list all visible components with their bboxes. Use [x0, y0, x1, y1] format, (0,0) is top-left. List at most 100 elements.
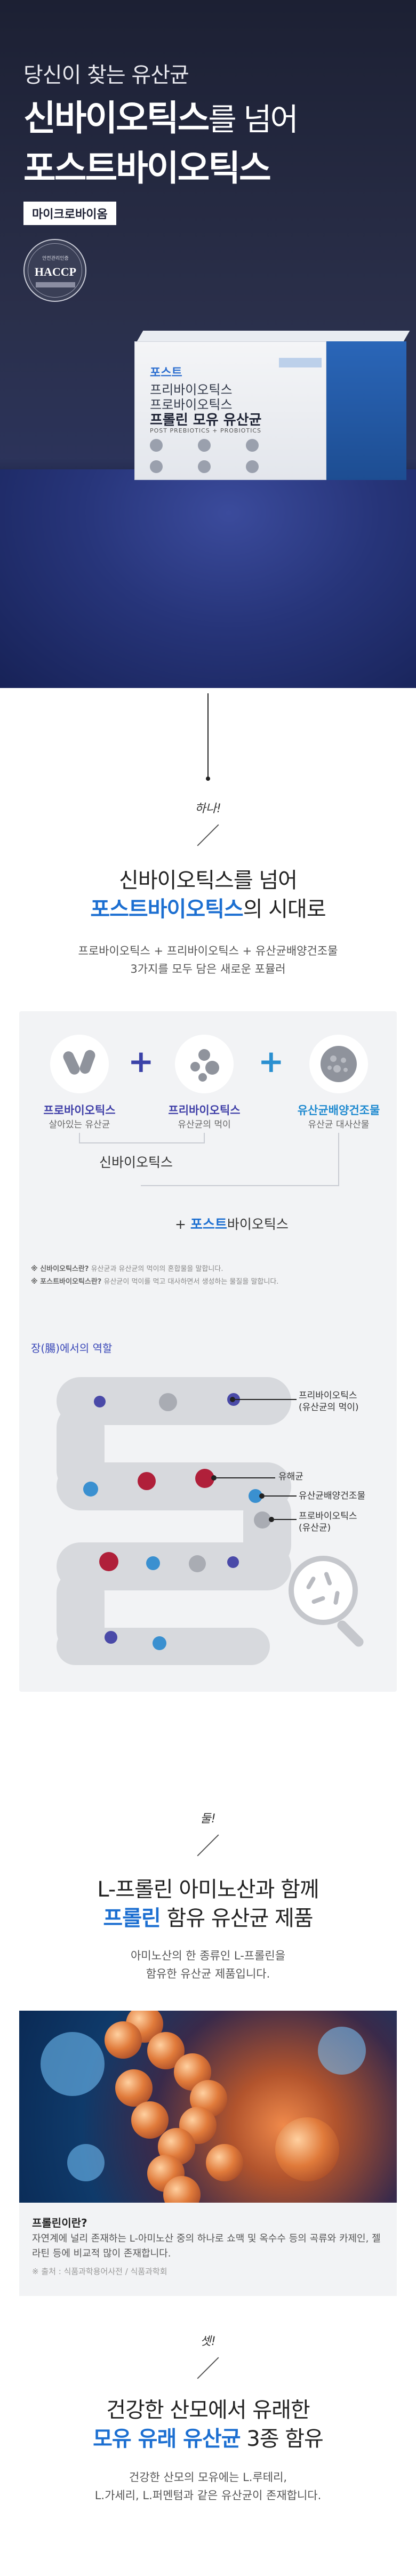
probiotic-pac-icon	[159, 1393, 177, 1411]
molecule-node	[206, 2144, 243, 2181]
section3-desc-line1: 건강한 산모의 모유에는 L.루테리,	[129, 2471, 287, 2484]
bokeh-shape	[67, 2144, 105, 2181]
probiotic-pac-icon	[189, 1555, 206, 1572]
section2-heading-rest: 함유 유산균 제품	[160, 1906, 314, 1931]
magnifier-handle	[335, 1618, 366, 1649]
proline-molecule-image	[19, 2011, 397, 2203]
callout-dot	[259, 1493, 265, 1499]
prebiotic-particle-icon	[105, 1631, 117, 1644]
lactic-bacteria-icon	[146, 1556, 160, 1570]
proline-caption-source: ※ 출처 : 식품과학용어사전 / 식품과학회	[32, 2267, 167, 2276]
postbiotics-note: ※ 포스트바이오틱스란? 유산균이 먹이를 먹고 대사하면서 생성하는 물질을 …	[31, 1276, 278, 1286]
haccp-seal-ring: 안전관리인증 HACCP	[28, 243, 82, 298]
section3-heading-highlight: 모유 유래 유산균	[93, 2427, 241, 2451]
feature-dot-icon	[150, 460, 163, 473]
section1-eyebrow: 하나!	[195, 802, 221, 815]
bacteria-rod-icon	[323, 1571, 333, 1586]
plus-icon: +	[128, 1043, 154, 1079]
hero-title-line2: 포스트바이오틱스	[23, 148, 271, 189]
feature-dot-icon	[246, 439, 259, 452]
section1-heading-rest: 의 시대로	[243, 897, 326, 922]
product-box-tag	[279, 358, 322, 367]
lactic-bacteria-icon	[83, 1482, 98, 1497]
synbiotics-note-text: 유산균과 유산균의 먹이의 혼합물을 말합니다.	[89, 1265, 223, 1273]
section3-heading-rest: 3종 함유	[240, 2427, 324, 2451]
magnifier-icon	[289, 1556, 358, 1625]
bokeh-shape	[318, 2027, 366, 2075]
feature-dot-icon	[150, 439, 163, 452]
callout-dot	[269, 1517, 274, 1522]
section1-heading-line1: 신바이오틱스를 넘어	[119, 868, 298, 893]
molecule-node	[105, 2021, 142, 2059]
callout-dot	[211, 1475, 217, 1481]
postbiotics-note-text: 유산균이 먹이를 먹고 대사하면서 생성하는 물질을 말합니다.	[101, 1278, 279, 1286]
section3-desc-line2: L.가세리, L.퍼멘텀과 같은 유산균이 존재합니다.	[94, 2489, 322, 2502]
section3-slash	[197, 2357, 219, 2379]
section1-heading-highlight: 포스트바이오틱스	[90, 897, 243, 922]
metabolite-circle	[309, 1035, 368, 1093]
proline-caption-title: 프롤린이란?	[32, 2217, 87, 2229]
molecule-node	[163, 2176, 201, 2203]
product-feature-icons	[150, 439, 321, 482]
feature-dot-icon	[246, 460, 259, 473]
section2-desc-line1: 아미노산의 한 종류인 L-프롤린을	[130, 1949, 286, 1962]
callout-prebiotics-line2: (유산균의 먹이)	[299, 1402, 359, 1413]
plus-icon: +	[258, 1043, 284, 1079]
molecule-node	[115, 2069, 153, 2107]
metabolite-desc: 유산균 대사산물	[308, 1119, 370, 1130]
callout-metabolite: 유산균배양건조물	[299, 1490, 365, 1502]
product-line4: POST PREBIOTICS + PROBIOTICS	[150, 427, 262, 434]
hero-floor	[0, 469, 416, 688]
microbiome-badge: 마이크로바이옴	[23, 202, 116, 225]
callout-prebiotics-line1: 프리바이오틱스	[299, 1390, 357, 1401]
hero-title-line1: 신바이오틱스를 넘어	[23, 90, 299, 141]
callout-line	[274, 1519, 297, 1520]
callout-prebiotics: 프리바이오틱스(유산균의 먹이)	[299, 1390, 359, 1413]
callout-metabolite-line1: 유산균배양건조물	[299, 1491, 366, 1501]
bacteria-rod-icon	[333, 1590, 340, 1605]
probiotics-circle	[50, 1035, 109, 1093]
probiotics-desc: 살아있는 유산균	[49, 1119, 110, 1130]
prebiotics-icon	[190, 1049, 219, 1082]
postbiotics-prefix: +	[175, 1217, 190, 1232]
product-line1: 프리바이오틱스	[150, 382, 233, 397]
callout-line	[217, 1477, 275, 1478]
hero-title-bold: 신바이오틱스	[23, 98, 210, 139]
callout-dot	[230, 1397, 235, 1402]
section2-slash	[197, 1834, 219, 1857]
section1-desc-line1: 프로바이오틱스 + 프리바이오틱스 + 유산균배양건조물	[78, 945, 338, 957]
harmful-bacteria-icon	[138, 1472, 156, 1490]
prebiotic-particle-icon	[227, 1556, 239, 1568]
hero-banner: 당신이 찾는 유산균 신바이오틱스를 넘어 포스트바이오틱스 마이크로바이옴 안…	[0, 0, 416, 688]
metabolite-icon	[321, 1046, 357, 1082]
hero-title-light: 를 넘어	[208, 101, 299, 138]
product-box: 포스트 프리바이오틱스 프로바이오틱스 프롤린 모유 유산균 POST PREB…	[134, 331, 412, 485]
section1-desc-line2: 3가지를 모두 담은 새로운 포뮬러	[130, 963, 286, 975]
section2-heading-highlight: 프롤린	[103, 1906, 161, 1931]
section2-heading-line1: L-프롤린 아미노산과 함께	[97, 1877, 319, 1902]
section3-heading-line1: 건강한 산모에서 유래한	[106, 2398, 310, 2422]
section2-desc-line2: 함유한 유산균 제품입니다.	[146, 1967, 270, 1980]
probiotic-pac-icon	[254, 1511, 271, 1529]
section1-heading-line2: 포스트바이오틱스의 시대로	[0, 892, 416, 923]
molecule-node	[275, 2117, 339, 2181]
bacteria-rod-icon	[306, 1575, 316, 1590]
synbiotics-label: 신바이오틱스	[99, 1155, 173, 1170]
haccp-small-text: 안전관리인증	[42, 256, 69, 261]
section2-eyebrow: 둘!	[200, 1812, 216, 1826]
callout-probiotics: 프로바이오틱스(유산균)	[299, 1510, 357, 1534]
section3-eyebrow: 셋!	[200, 2335, 216, 2348]
prebiotics-name: 프리바이오틱스	[168, 1104, 241, 1117]
postbiotics-highlight: 포스트	[190, 1217, 227, 1232]
haccp-main-text: HACCP	[34, 265, 77, 278]
probiotics-name: 프로바이오틱스	[43, 1104, 116, 1117]
synbiotics-note: ※ 신바이오틱스란? 유산균과 유산균의 먹이의 혼합물을 말합니다.	[31, 1263, 223, 1273]
product-line2: 프로바이오틱스	[150, 397, 233, 412]
synbiotics-bracket	[79, 1133, 205, 1143]
gut-title: 장(腸)에서의 역할	[31, 1342, 113, 1355]
gut-panel: 장(腸)에서의 역할 프리바이오틱스(유산균의 먹이) 유해균 유산균배양건조물…	[19, 1329, 397, 1692]
section1-slash	[197, 824, 219, 846]
product-line3: 프롤린 모유 유산균	[150, 412, 262, 428]
divider-dot	[206, 777, 210, 781]
prebiotics-desc: 유산균의 먹이	[178, 1119, 231, 1130]
